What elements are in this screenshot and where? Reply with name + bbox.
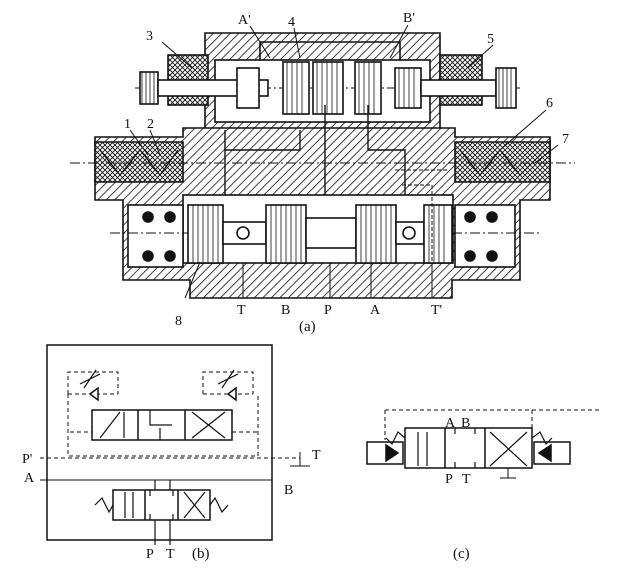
caption-a: (a)	[299, 319, 316, 335]
section-view-a	[70, 24, 575, 299]
part-label-7: 7	[562, 132, 569, 147]
pilot-spool	[135, 61, 520, 115]
port-label-t-right-b: T	[312, 448, 321, 463]
symbol-c	[366, 409, 600, 479]
part-label-1: 1	[124, 117, 131, 132]
port-label-a: A	[370, 303, 381, 318]
valve-c-left-pilot	[366, 441, 404, 465]
main-spool	[110, 204, 540, 264]
port-label-b-c: B	[461, 416, 470, 431]
caption-b: (b)	[192, 546, 210, 562]
valve-b-enclosure	[46, 344, 273, 541]
valve-c-right-pilot	[533, 441, 571, 465]
port-label-p: P	[324, 303, 332, 318]
damper-right	[454, 204, 516, 268]
figure-a-labels: 3 A' 4 B' 5 6 1 2 7 8 T B P A T' (a)	[124, 11, 569, 335]
part-label-4: 4	[288, 15, 295, 30]
port-label-t-c: T	[462, 472, 471, 487]
symbol-b	[40, 344, 310, 545]
port-label-t: T	[237, 303, 246, 318]
port-label-t-b: T	[166, 547, 175, 562]
port-label-p-b: P	[146, 547, 154, 562]
part-label-2: 2	[147, 117, 154, 132]
port-label-p-c: P	[445, 472, 453, 487]
valve-c-body	[404, 427, 533, 469]
port-label-t-prime: T'	[431, 303, 442, 318]
port-label-b-prime: B'	[403, 11, 415, 26]
pilot-valve-symbol-b	[67, 369, 258, 441]
spring-chamber-right	[454, 141, 551, 183]
part-label-6: 6	[546, 96, 553, 111]
port-label-b-b: B	[284, 483, 293, 498]
part-label-3: 3	[146, 29, 153, 44]
caption-c: (c)	[453, 546, 470, 562]
part-label-8: 8	[175, 314, 182, 329]
port-label-a-prime: A'	[238, 13, 251, 28]
port-label-a-c: A	[445, 416, 456, 431]
figure-c-labels: A B P T (c)	[445, 416, 471, 562]
port-label-a-b: A	[24, 471, 35, 486]
part-label-5: 5	[487, 32, 494, 47]
port-label-b: B	[281, 303, 290, 318]
figure-b-labels: P' A B T P T (b)	[22, 448, 321, 562]
main-valve-symbol-b	[94, 480, 229, 545]
port-label-p-prime: P'	[22, 452, 32, 467]
